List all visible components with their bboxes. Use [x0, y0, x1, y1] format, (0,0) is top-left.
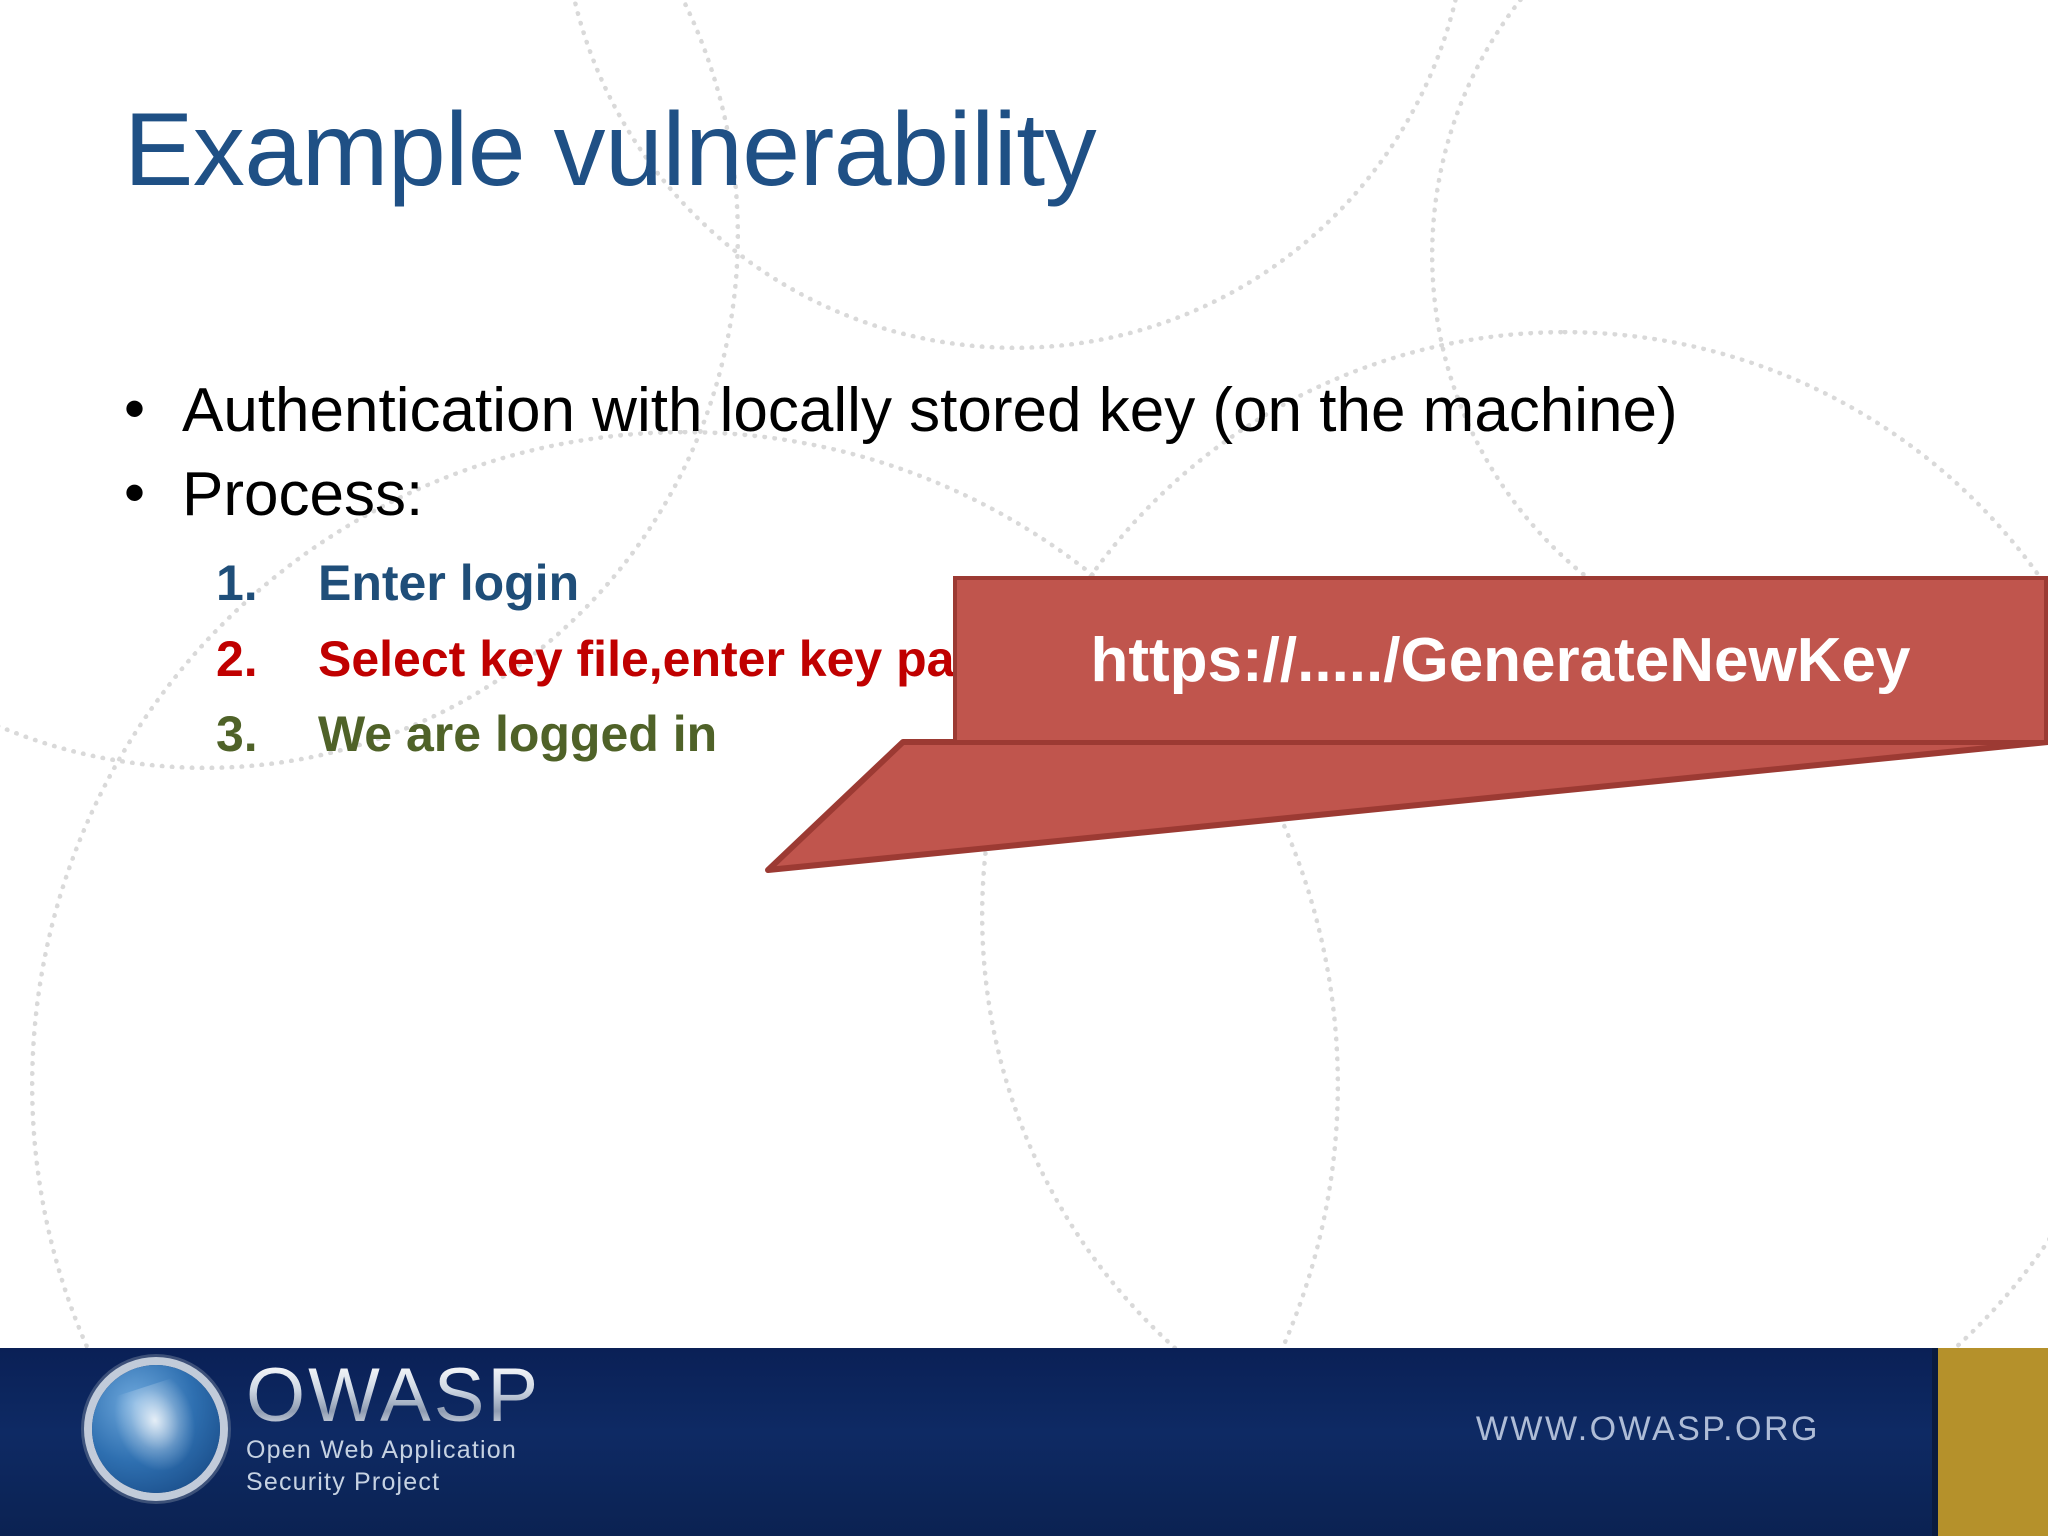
bullet-text: Authentication with locally stored key (…: [182, 376, 1678, 445]
owasp-website-url: WWW.OWASP.ORG: [1475, 1410, 1820, 1448]
bullet-text: Process:: [182, 459, 424, 529]
bullet-item-authentication: • Authentication with locally stored key…: [110, 372, 1970, 450]
footer-divider: [1932, 1348, 1938, 1536]
numbered-item-enter-login: 1. Enter login: [216, 555, 1970, 613]
owasp-logo-text: OWASP Open Web Application Security Proj…: [246, 1353, 542, 1498]
list-label: Select key file,enter key password: [318, 630, 1130, 687]
bullet-dot-icon: •: [124, 375, 146, 442]
footer-accent-block: [1938, 1348, 2048, 1536]
bullet-dot-icon: •: [124, 458, 146, 526]
owasp-logo: OWASP Open Web Application Security Proj…: [92, 1353, 542, 1498]
list-label: Enter login: [318, 555, 580, 611]
list-number: 2.: [216, 630, 258, 687]
numbered-list: 1. Enter login 2. Select key file,enter …: [110, 555, 1970, 764]
slide-title: Example vulnerability: [124, 92, 1097, 208]
owasp-tagline-line1: Open Web Application: [246, 1435, 517, 1464]
list-number: 1.: [216, 555, 258, 611]
list-label: We are logged in: [318, 706, 718, 762]
owasp-tagline-line2: Security Project: [246, 1468, 441, 1497]
numbered-item-select-key-file: 2. Select key file,enter key password: [216, 631, 1970, 689]
numbered-item-we-are-logged-in: 3. We are logged in: [216, 706, 1970, 764]
list-number: 3.: [216, 706, 258, 762]
bullet-item-process: • Process:: [110, 456, 1970, 534]
owasp-wordmark: OWASP: [246, 1353, 542, 1438]
slide-footer: OWASP Open Web Application Security Proj…: [0, 1348, 2048, 1536]
owasp-globe-icon: [92, 1364, 220, 1493]
slide-body: • Authentication with locally stored key…: [110, 372, 1970, 782]
